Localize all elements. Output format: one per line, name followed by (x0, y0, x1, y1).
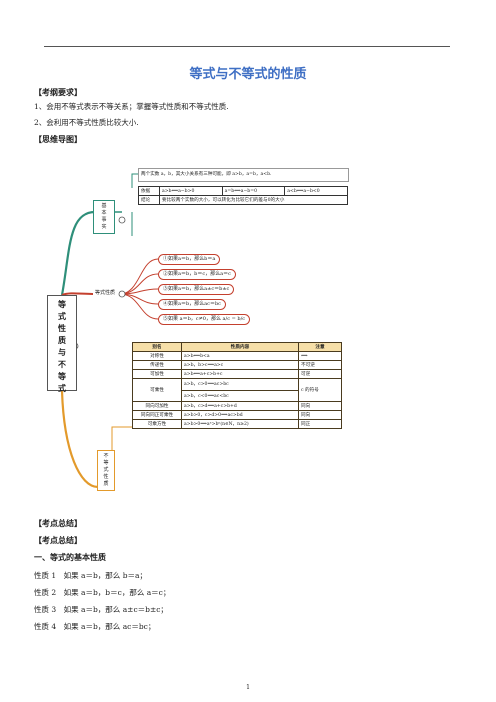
table-row: 对称性 a>b⟺b<a ⟺ (132, 351, 342, 361)
ineq-header-alias: 别名 (132, 342, 182, 352)
branch-inequality-props: 不等式性质 (97, 450, 115, 491)
page-number: 1 (246, 684, 250, 691)
basic-row1-label: 依据 (138, 186, 160, 196)
mind-map: 等式 性质 与不 等式 基本事实 等式性质 不等式性质 两个实数 a，b，其大小… (40, 152, 360, 504)
basic-facts-table: 依据 a>b⟺a−b>0 a=b⟺a−b=0 a<b⟺a−b<0 结论 要比较两… (138, 186, 349, 205)
branch-equality-props: 等式性质 (93, 290, 117, 297)
table-row: 传递性 a>b，b>c⟹a>c 不可逆 (132, 360, 342, 370)
table-row: 可乘方性 a>b>0⟹aⁿ>bⁿ(n∈N，n≥2) 同正 (132, 419, 342, 429)
ineq-header-note: 注意 (298, 342, 342, 352)
eq-item-5: ⑤如果 a＝b，c≠0，那么 a/c = b/c (158, 314, 251, 325)
basic-props-heading: 一、等式的基本性质 (34, 553, 106, 562)
eq-item-3: ③如果a＝b，那么a±c＝b±c (158, 284, 235, 295)
prop-4: 性质 4 如果 a＝b，那么 ac＝bc； (34, 622, 156, 631)
summary-heading-2: 【考点总结】 (34, 536, 82, 545)
table-row: 同向可加性 a>b，c>d⟹a+c>b+d 同向 (132, 401, 342, 411)
table-row: 同向同正可乘性 a>b>0，c>d>0⟹ac>bd 同向 (132, 410, 342, 420)
prop-1: 性质 1 如果 a＝b，那么 b＝a； (34, 571, 147, 580)
basic-row1-b: a=b⟺a−b=0 (221, 186, 286, 196)
root-node: 等式 性质 与不 等式 (47, 295, 77, 393)
basic-row2-label: 结论 (138, 195, 160, 205)
eq-item-1: ①如果a＝b，那么b＝a (158, 254, 221, 265)
basic-row1-c: a<b⟺a−b<0 (284, 186, 348, 196)
table-row: 可乘性 a>b，c>0⟹ac>bc c 的符号 (132, 378, 342, 402)
eq-item-4: ④如果a＝b，那么ac＝bc (158, 299, 226, 310)
inequality-table: 别名 性质内容 注意 对称性 a>b⟺b<a ⟺ 传递性 a>b，b>c⟹a>c… (132, 342, 342, 429)
requirement-1: 1、会用不等式表示不等关系；掌握等式性质和不等式性质. (34, 102, 229, 111)
basic-row2-text: 要比较两个实数的大小，可以转化为比较它们的差与0的大小 (158, 195, 349, 205)
page-title: 等式与不等式的性质 (189, 67, 307, 82)
branch-basic-facts: 基本事实 (93, 200, 115, 234)
prop-2: 性质 2 如果 a＝b，b＝c，那么 a＝c； (34, 588, 171, 597)
basic-row1-a: a>b⟺a−b>0 (158, 186, 223, 196)
basic-facts-note: 两个实数 a，b，其大小关系有三种可能，即 a>b，a=b，a<b. (138, 168, 349, 182)
summary-heading-1: 【考点总结】 (34, 519, 82, 528)
mindmap-heading: 【思维导图】 (34, 135, 82, 144)
eq-item-2: ②如果a＝b，b＝c，那么a＝c (158, 269, 236, 280)
requirement-2: 2、会利用不等式性质比较大小. (34, 118, 139, 127)
prop-3: 性质 3 如果 a＝b，那么 a±c＝b±c； (34, 605, 168, 614)
header-rule (44, 46, 450, 47)
ineq-header-content: 性质内容 (181, 342, 299, 352)
table-row: 可加性 a>b⟺a+c>b+c 可逆 (132, 369, 342, 379)
requirements-heading: 【考纲要求】 (34, 88, 82, 97)
